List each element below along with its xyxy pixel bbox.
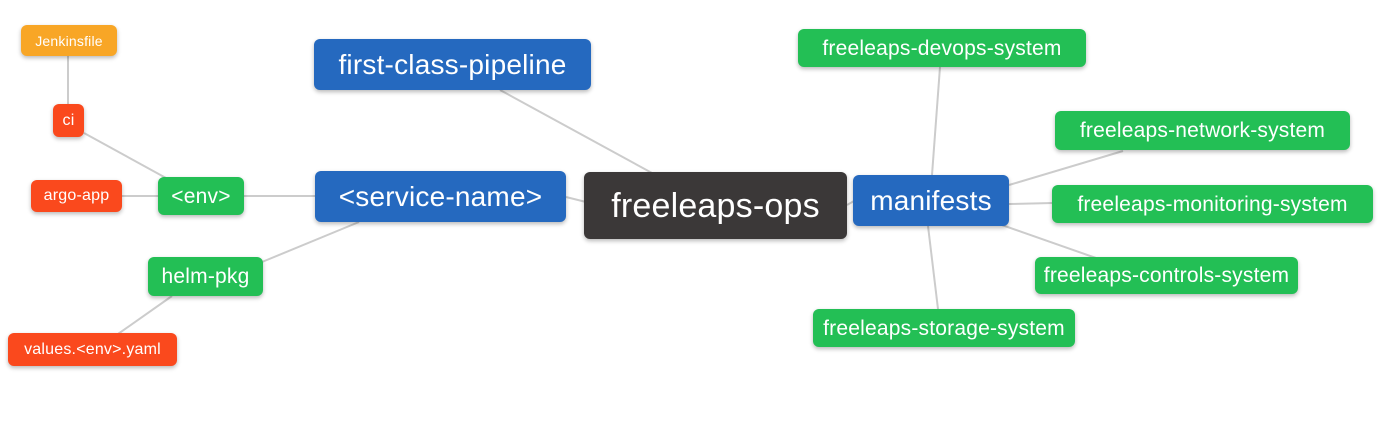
- node-freeleaps-storage-system[interactable]: freeleaps-storage-system: [813, 309, 1075, 347]
- node-freeleaps-devops-system[interactable]: freeleaps-devops-system: [798, 29, 1086, 67]
- edge-manifests-controls-system: [1001, 224, 1097, 259]
- node-freeleaps-ops[interactable]: freeleaps-ops: [584, 172, 847, 239]
- node-freeleaps-monitoring-system[interactable]: freeleaps-monitoring-system: [1052, 185, 1373, 223]
- edge-manifests-network-system: [1008, 150, 1124, 186]
- edge-helm-pkg-values: [117, 295, 173, 335]
- node-argo-app[interactable]: argo-app: [31, 180, 122, 212]
- node-freeleaps-network-system[interactable]: freeleaps-network-system: [1055, 111, 1350, 150]
- node-ci[interactable]: ci: [53, 104, 84, 137]
- edge-ci-env: [83, 132, 167, 179]
- node-freeleaps-controls-system[interactable]: freeleaps-controls-system: [1035, 257, 1298, 294]
- edge-service-name-freeleaps-ops: [565, 196, 587, 203]
- node-manifests[interactable]: manifests: [853, 175, 1009, 226]
- edge-manifests-devops-system: [931, 66, 941, 176]
- node-values-env-yaml[interactable]: values.<env>.yaml: [8, 333, 177, 366]
- edge-manifests-storage-system: [927, 225, 939, 310]
- edge-helm-pkg-service-name: [261, 221, 360, 263]
- edge-freeleaps-ops-manifests: [846, 200, 855, 206]
- node-jenkinsfile[interactable]: Jenkinsfile: [21, 25, 117, 56]
- edge-first-class-pipeline-freeleaps-ops: [499, 89, 653, 174]
- node-env[interactable]: <env>: [158, 177, 244, 215]
- node-service-name[interactable]: <service-name>: [315, 171, 566, 222]
- node-first-class-pipeline[interactable]: first-class-pipeline: [314, 39, 591, 90]
- node-helm-pkg[interactable]: helm-pkg: [148, 257, 263, 296]
- edge-manifests-monitoring-system: [1008, 202, 1054, 205]
